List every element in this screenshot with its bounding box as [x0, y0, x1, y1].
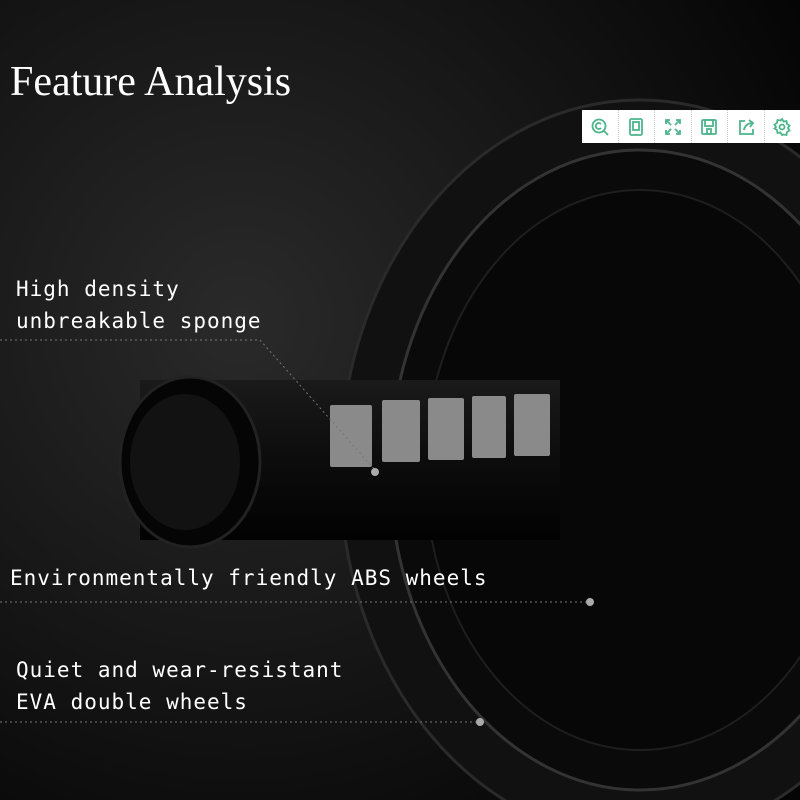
tablet-icon [629, 117, 644, 136]
page-title: Feature Analysis [10, 59, 292, 105]
gear-icon [773, 117, 791, 136]
fullscreen-icon [664, 118, 681, 135]
image-toolbar [582, 110, 800, 143]
share-icon [738, 118, 755, 135]
feature-label-abs-wheels: Environmentally friendly ABS wheels [10, 566, 488, 590]
save-icon [701, 118, 718, 135]
settings-button[interactable] [765, 110, 800, 143]
fullscreen-button[interactable] [655, 110, 692, 143]
share-button[interactable] [728, 110, 765, 143]
copyright-search-icon [591, 118, 609, 136]
copyright-search-button[interactable] [582, 110, 619, 143]
tablet-view-button[interactable] [619, 110, 655, 143]
save-button[interactable] [692, 110, 728, 143]
